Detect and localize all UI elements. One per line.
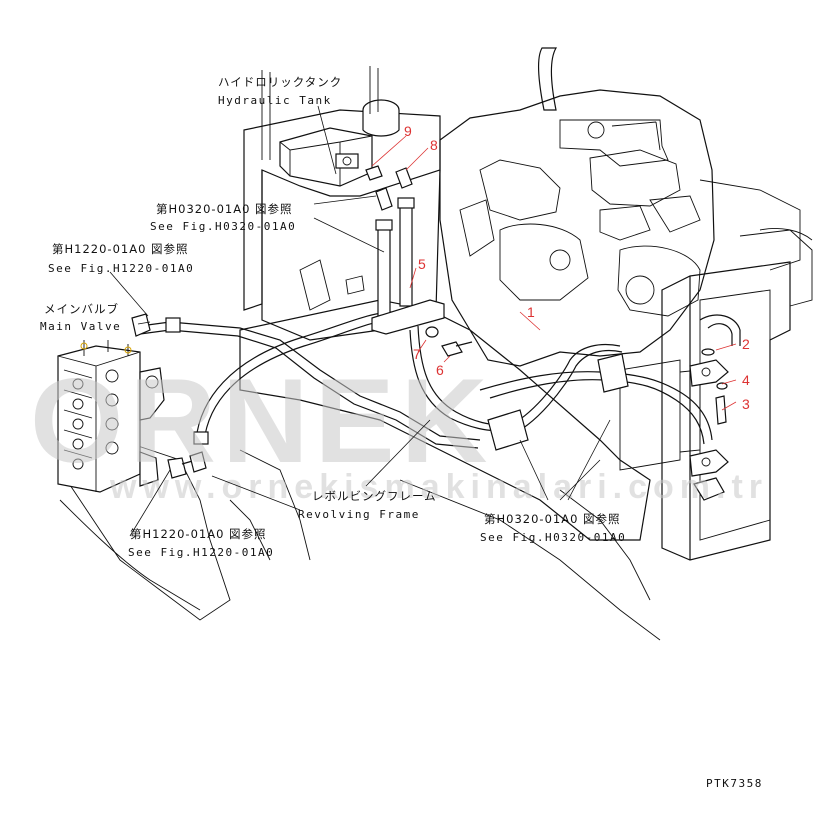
leader-lines [109, 105, 737, 537]
label-ref-h0320-bottom-jp: 第H0320-01A0 図参照 [484, 512, 621, 526]
part-number-4: 4 [742, 372, 750, 388]
label-ref-h1220-bottom-en: See Fig.H1220-01A0 [128, 546, 274, 559]
part-number-7: 7 [413, 346, 421, 362]
watermark-url: www.ornekismakinalari.com.tr [109, 468, 768, 506]
label-main-valve-en: Main Valve [40, 320, 121, 333]
text-labels: ハイドロリックタンク Hydraulic Tank 第H0320-01A0 図参… [40, 75, 763, 790]
label-ref-h0320-top-jp: 第H0320-01A0 図参照 [156, 202, 293, 216]
label-ref-h1220-top-en: See Fig.H1220-01A0 [48, 262, 194, 275]
label-ref-h1220-bottom-jp: 第H1220-01A0 図参照 [130, 527, 267, 541]
label-ref-h0320-top-en: See Fig.H0320-01A0 [150, 220, 296, 233]
part-number-9: 9 [404, 123, 412, 139]
label-ref-h0320-bottom-en: See Fig.H0320-01A0 [480, 531, 626, 544]
revolving-frame [59, 299, 661, 641]
part-numbers: 1 2 3 4 5 6 7 8 9 [404, 123, 750, 412]
part-number-5: 5 [418, 256, 426, 272]
label-hydraulic-tank-en: Hydraulic Tank [218, 94, 332, 107]
part-number-1: 1 [527, 304, 535, 320]
engine-assembly [439, 47, 813, 367]
part-number-3: 3 [742, 396, 750, 412]
part-number-2: 2 [742, 336, 750, 352]
label-ref-h1220-top-jp: 第H1220-01A0 図参照 [52, 242, 189, 256]
watermark: ORNEK www.ornekismakinalari.com.tr [30, 354, 768, 506]
watermark-text: ORNEK [30, 354, 493, 488]
label-revolving-frame-jp: レボルビングフレーム [312, 489, 437, 503]
part-number-8: 8 [430, 137, 438, 153]
main-valve [57, 340, 201, 611]
label-hydraulic-tank-jp: ハイドロリックタンク [218, 75, 342, 89]
hydraulic-lines [131, 165, 741, 501]
hydraulic-tank [243, 66, 441, 341]
label-revolving-frame-en: Revolving Frame [298, 508, 420, 521]
part-number-6: 6 [436, 362, 444, 378]
label-main-valve-jp: メインバルブ [44, 302, 119, 316]
drawing-code: PTK7358 [706, 777, 763, 790]
